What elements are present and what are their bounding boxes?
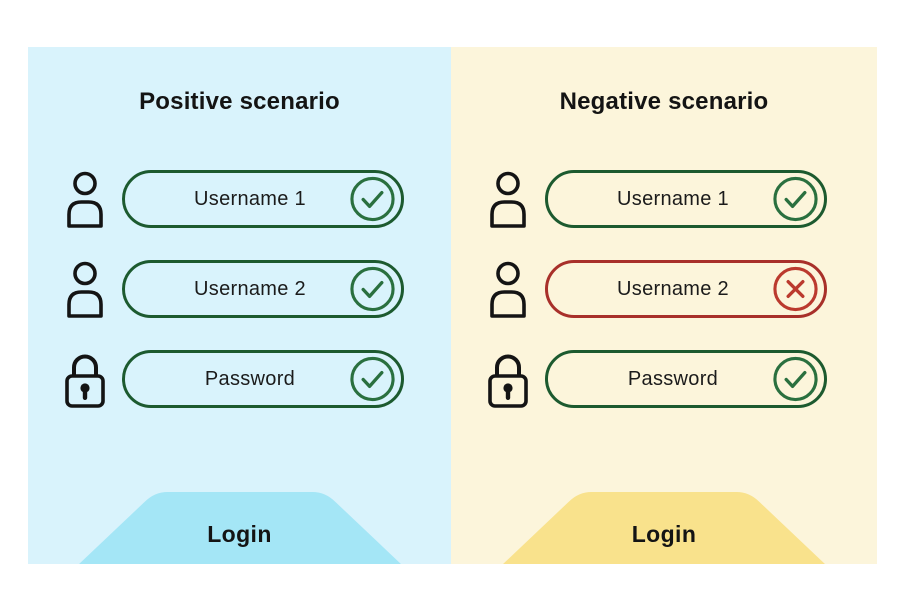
login-button-label: Login [207,521,272,547]
password-field[interactable]: Password [545,350,827,408]
login-button-label: Login [631,521,697,547]
panel-title-negative: Negative scenario [559,88,769,115]
login-button[interactable]: Login [497,492,832,564]
username1-field[interactable]: Username 1 [122,170,404,228]
field-row-password: Password [483,349,827,409]
lock-icon [60,349,110,409]
check-icon [349,176,396,223]
check-icon [349,266,396,313]
field-row-username2: Username 2 [483,259,827,319]
user-icon [483,259,533,319]
panel-title-positive: Positive scenario [139,88,340,115]
field-label: Password [627,367,719,390]
field-row-password: Password [60,349,404,409]
field-label: Password [204,367,296,390]
field-label: Username 1 [617,187,729,210]
field-row-username2: Username 2 [60,259,404,319]
password-field[interactable]: Password [122,350,404,408]
user-icon [60,259,110,319]
field-label: Username 2 [617,277,729,300]
user-icon [483,169,533,229]
panel-negative-scenario: Negative scenario Username 1 [451,47,877,564]
check-icon [772,356,819,403]
check-icon [772,176,819,223]
panel-positive-scenario: Positive scenario Username 1 [28,47,451,564]
username1-field[interactable]: Username 1 [545,170,827,228]
field-row-username1: Username 1 [60,169,404,229]
username2-field[interactable]: Username 2 [122,260,404,318]
field-row-username1: Username 1 [483,169,827,229]
field-label: Username 2 [194,277,306,300]
check-icon [349,356,396,403]
user-icon [60,169,110,229]
username2-field-error[interactable]: Username 2 [545,260,827,318]
field-label: Username 1 [194,187,306,210]
login-button[interactable]: Login [72,492,407,564]
cross-icon [772,266,819,313]
lock-icon [483,349,533,409]
